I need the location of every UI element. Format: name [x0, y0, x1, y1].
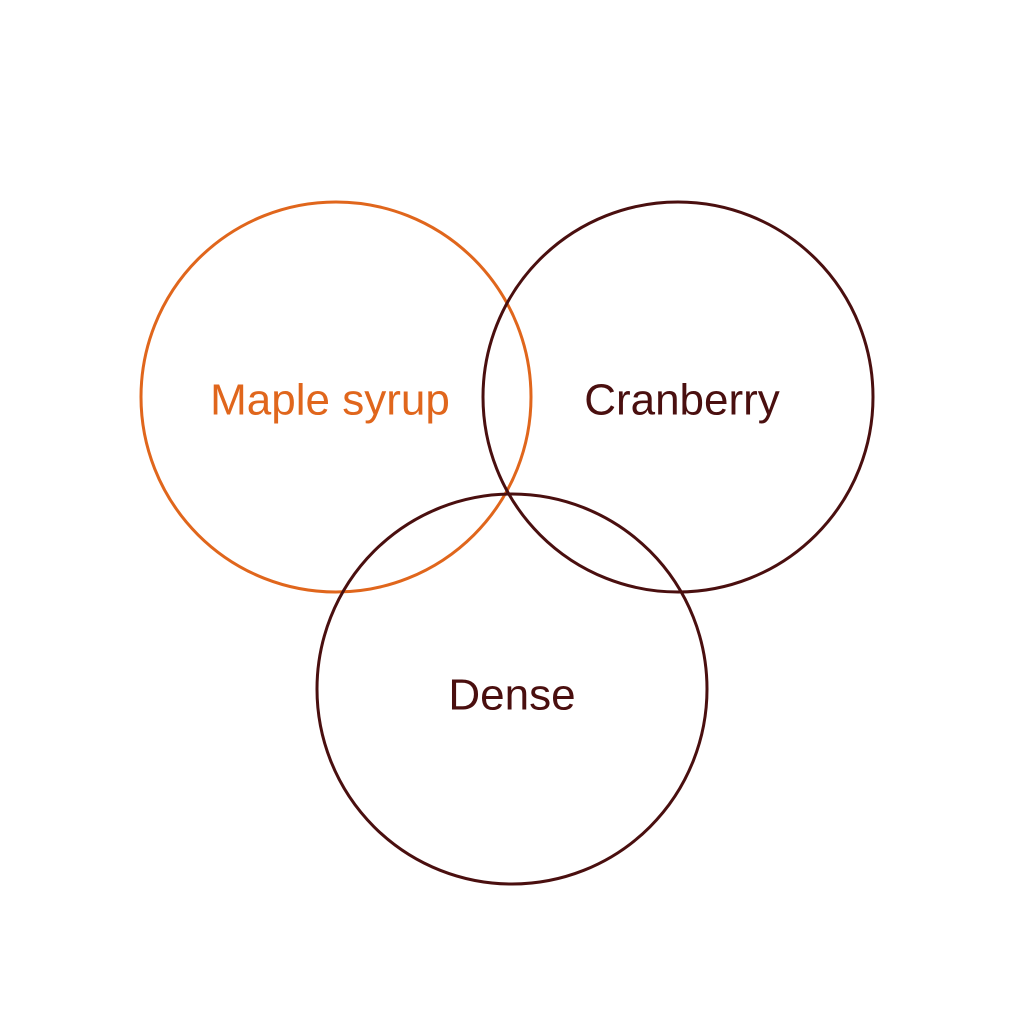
maple-syrup-label: Maple syrup [210, 376, 450, 425]
cranberry-label: Cranberry [584, 376, 780, 425]
dense-circle [315, 492, 709, 886]
dense-label: Dense [448, 671, 575, 720]
cranberry-circle [481, 200, 875, 594]
maple-syrup-circle [139, 200, 533, 594]
